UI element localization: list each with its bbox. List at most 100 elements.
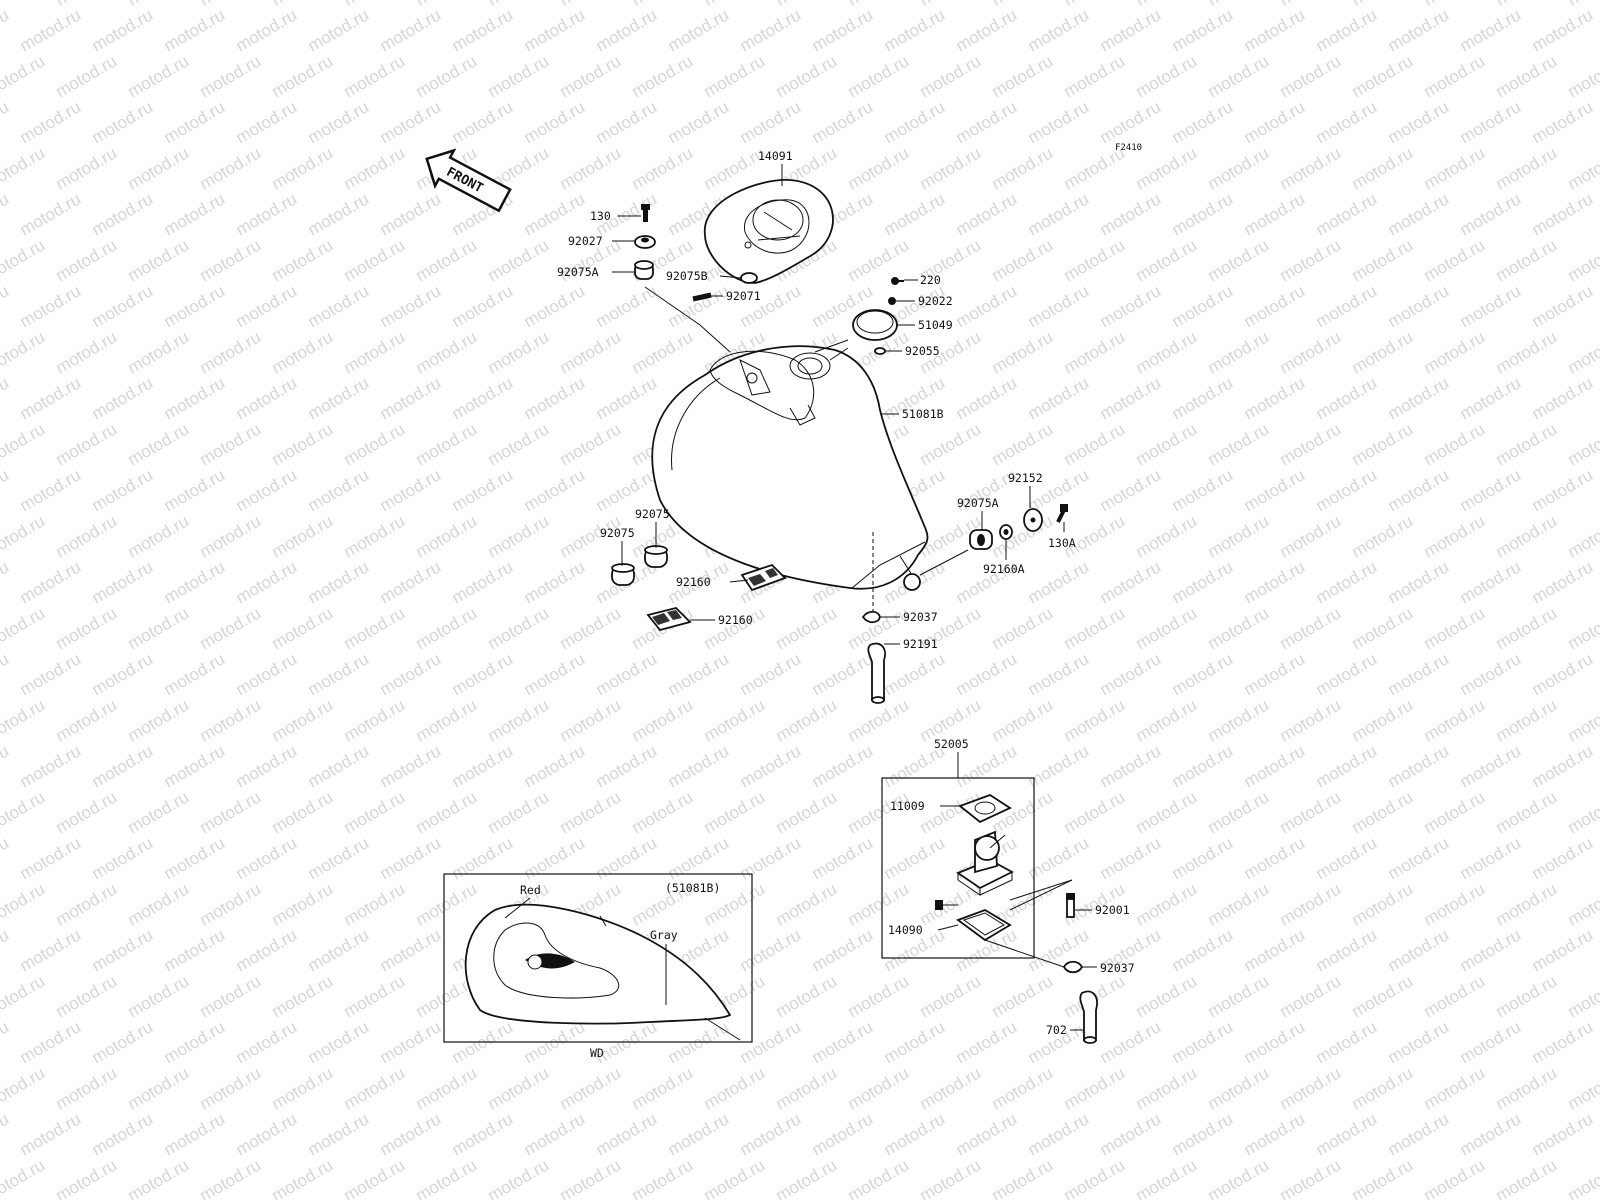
watermark-text: motod.ru	[341, 0, 409, 9]
watermark-text: motod.ru	[341, 235, 409, 285]
part-number-label: 702	[1046, 1023, 1067, 1037]
watermark-text: motod.ru	[53, 1155, 121, 1200]
watermark-text: motod.ru	[53, 51, 121, 101]
watermark-text: motod.ru	[1565, 1063, 1600, 1113]
part-number-label: 11009	[890, 799, 925, 813]
collar-92160A-part	[999, 524, 1013, 540]
watermark-text: motod.ru	[1133, 235, 1201, 285]
watermark-text: motod.ru	[305, 465, 373, 515]
figure-code: F2410	[1115, 143, 1142, 153]
watermark-text: motod.ru	[377, 1109, 445, 1159]
inset-caption: WD	[590, 1046, 604, 1060]
watermark-text: motod.ru	[917, 51, 985, 101]
watermark-text: motod.ru	[1277, 879, 1345, 929]
watermark-text: motod.ru	[449, 741, 517, 791]
watermark-text: motod.ru	[233, 5, 301, 55]
watermark-text: motod.ru	[269, 0, 337, 9]
watermark-text: motod.ru	[485, 235, 553, 285]
watermark-text: motod.ru	[665, 649, 733, 699]
watermark-text: motod.ru	[665, 833, 733, 883]
watermark-text: motod.ru	[377, 373, 445, 423]
watermark-text: motod.ru	[377, 833, 445, 883]
watermark-text: motod.ru	[1241, 465, 1309, 515]
watermark-text: motod.ru	[89, 373, 157, 423]
watermark-text: motod.ru	[1025, 557, 1093, 607]
leader-line	[919, 549, 969, 576]
watermark-text: motod.ru	[1241, 189, 1309, 239]
watermark-text: motod.ru	[53, 879, 121, 929]
watermark-text: motod.ru	[1205, 0, 1273, 9]
watermark-text: motod.ru	[485, 511, 553, 561]
watermark-text: motod.ru	[233, 925, 301, 975]
watermark-text: motod.ru	[1277, 787, 1345, 837]
part-number-label: 92055	[905, 344, 940, 358]
watermark-text: motod.ru	[953, 1017, 1021, 1067]
watermark-text: motod.ru	[593, 1109, 661, 1159]
color-inset-box	[443, 873, 753, 1043]
watermark-text: motod.ru	[161, 557, 229, 607]
watermark-text: motod.ru	[845, 51, 913, 101]
watermark-text: motod.ru	[17, 741, 85, 791]
watermark-text: motod.ru	[1349, 419, 1417, 469]
watermark-text: motod.ru	[1133, 695, 1201, 745]
watermark-text: motod.ru	[1565, 971, 1600, 1021]
watermark-text: motod.ru	[53, 143, 121, 193]
watermark-text: motod.ru	[485, 51, 553, 101]
watermark-text: motod.ru	[53, 0, 121, 9]
watermark-text: motod.ru	[1169, 189, 1237, 239]
watermark-text: motod.ru	[1349, 787, 1417, 837]
watermark-text: motod.ru	[1421, 603, 1489, 653]
watermark-text: motod.ru	[1349, 51, 1417, 101]
watermark-text: motod.ru	[1421, 419, 1489, 469]
watermark-text: motod.ru	[1529, 649, 1597, 699]
watermark-text: motod.ru	[1385, 281, 1453, 331]
watermark-text: motod.ru	[1565, 695, 1600, 745]
watermark-text: motod.ru	[557, 51, 625, 101]
watermark-text: motod.ru	[1529, 465, 1597, 515]
watermark-text: motod.ru	[1097, 373, 1165, 423]
watermark-text: motod.ru	[1097, 1017, 1165, 1067]
watermark-text: motod.ru	[89, 5, 157, 55]
watermark-text: motod.ru	[197, 143, 265, 193]
watermark-text: motod.ru	[593, 281, 661, 331]
watermark-text: motod.ru	[269, 695, 337, 745]
watermark-text: motod.ru	[0, 879, 48, 929]
watermark-text: motod.ru	[1313, 649, 1381, 699]
watermark-text: motod.ru	[53, 1063, 121, 1113]
watermark-text: motod.ru	[1133, 787, 1201, 837]
watermark-text: motod.ru	[377, 649, 445, 699]
watermark-text: motod.ru	[1457, 281, 1525, 331]
part-number-label: 92075	[635, 507, 670, 521]
watermark-text: motod.ru	[341, 51, 409, 101]
watermark-text: motod.ru	[1385, 5, 1453, 55]
watermark-text: motod.ru	[0, 925, 12, 975]
watermark-text: motod.ru	[1457, 373, 1525, 423]
watermark-text: motod.ru	[125, 695, 193, 745]
watermark-text: motod.ru	[1097, 833, 1165, 883]
watermark-text: motod.ru	[1565, 143, 1600, 193]
watermark-text: motod.ru	[989, 1063, 1057, 1113]
watermark-text: motod.ru	[233, 557, 301, 607]
watermark-text: motod.ru	[89, 833, 157, 883]
watermark-text: motod.ru	[341, 971, 409, 1021]
watermark-text: motod.ru	[881, 97, 949, 147]
watermark-text: motod.ru	[1493, 1155, 1561, 1200]
watermark-text: motod.ru	[1421, 235, 1489, 285]
watermark-text: motod.ru	[485, 787, 553, 837]
watermark-text: motod.ru	[1493, 143, 1561, 193]
watermark-text: motod.ru	[0, 511, 48, 561]
watermark-text: motod.ru	[1025, 5, 1093, 55]
watermark-text: motod.ru	[1529, 833, 1597, 883]
watermark-text: motod.ru	[557, 1155, 625, 1200]
watermark-text: motod.ru	[269, 143, 337, 193]
part-number-label: 92027	[568, 234, 603, 248]
watermark-text: motod.ru	[1313, 465, 1381, 515]
watermark-text: motod.ru	[197, 511, 265, 561]
watermark-text: motod.ru	[1205, 327, 1273, 377]
watermark-text: motod.ru	[305, 373, 373, 423]
watermark-text: motod.ru	[197, 235, 265, 285]
watermark-text: motod.ru	[1457, 741, 1525, 791]
watermark-text: motod.ru	[1493, 971, 1561, 1021]
watermark-text: motod.ru	[53, 971, 121, 1021]
part-number-label: 52005	[934, 737, 969, 751]
